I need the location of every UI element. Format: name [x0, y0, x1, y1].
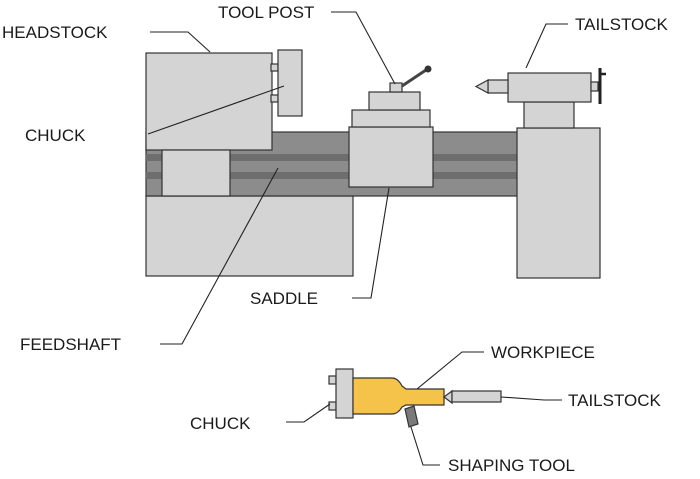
headstock-leader — [150, 31, 211, 53]
detail-chuck-jaw-top — [328, 375, 337, 385]
lathe-leaders — [147, 11, 568, 345]
headstock-support — [161, 149, 231, 197]
tailstock-column — [516, 127, 601, 279]
detail-chuck-jaw-bottom — [328, 401, 337, 411]
detail-tailstock-leader — [500, 396, 562, 401]
detail-tailstock-center — [443, 389, 453, 405]
bed-base — [145, 195, 354, 277]
tailstock-quill — [487, 79, 509, 94]
saddle-leader — [352, 187, 390, 299]
tool-post-base — [368, 91, 421, 111]
saddle-base — [348, 126, 434, 188]
tool-post-leader — [331, 11, 396, 85]
detail-leaders — [286, 351, 562, 466]
chuck-label: CHUCK — [25, 126, 86, 145]
turning-detail — [328, 368, 502, 428]
tool-post-handle-knob — [424, 65, 432, 73]
feedshaft-label: FEEDSHAFT — [20, 335, 121, 354]
chuck — [277, 49, 303, 117]
workpiece — [352, 377, 445, 415]
feedshaft-leader — [160, 167, 279, 345]
detail-chuck-label: CHUCK — [190, 414, 251, 433]
chuck-leader — [147, 85, 285, 135]
tailstock-handwheel-hub — [590, 81, 599, 92]
detail-chuck — [335, 368, 354, 419]
tailstock-center — [474, 78, 489, 95]
workpiece-leader — [416, 351, 484, 390]
detail-tailstock-quill — [451, 390, 502, 403]
bed-rail-lower — [146, 172, 518, 179]
tailstock-label: TAILSTOCK — [575, 15, 669, 34]
tailstock-body — [507, 72, 592, 103]
shaping-tool — [404, 405, 419, 428]
chuck-jaw-bottom — [270, 94, 279, 103]
shaping-tool-label: SHAPING TOOL — [448, 456, 575, 475]
headstock — [145, 52, 273, 151]
tool-post-label: TOOL POST — [218, 3, 314, 22]
tailstock-leader — [525, 23, 568, 69]
detail-chuck-leader — [286, 403, 331, 423]
chuck-jaw-top — [270, 63, 279, 72]
workpiece-label: WORKPIECE — [491, 343, 595, 362]
headstock-label: HEADSTOCK — [2, 23, 108, 42]
tool-post — [389, 82, 403, 93]
lathe-machine — [145, 49, 606, 279]
detail-tailstock-label: TAILSTOCK — [568, 391, 662, 410]
cross-slide — [351, 109, 431, 128]
saddle-label: SADDLE — [250, 289, 318, 308]
tool-post-handle — [401, 68, 427, 88]
bed-rail-upper — [146, 154, 518, 161]
tailstock-neck — [523, 101, 575, 129]
shaping-tool-leader — [410, 426, 440, 466]
